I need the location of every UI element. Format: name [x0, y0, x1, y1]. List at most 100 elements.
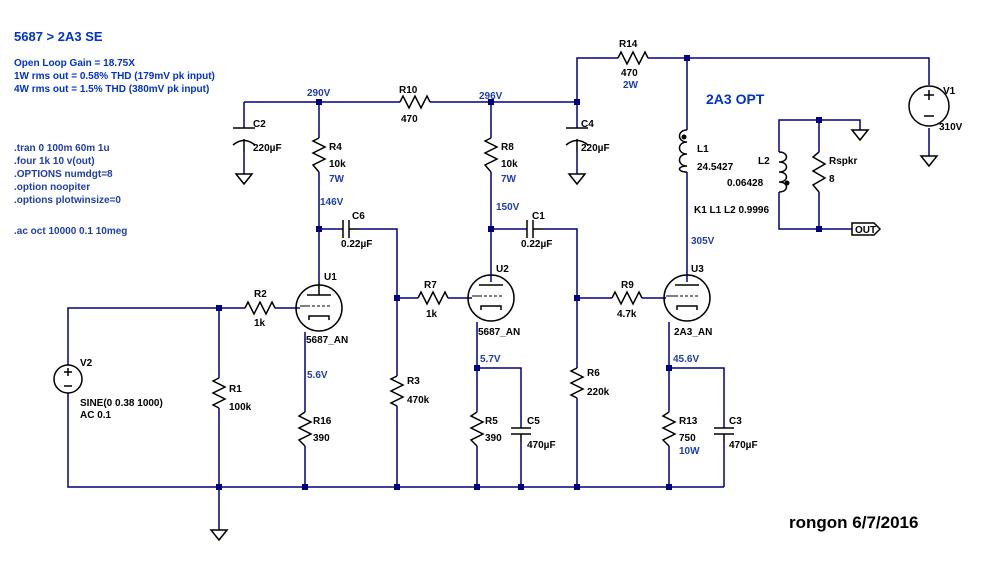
spice-directive: .tran 0 100m 60m 1u [14, 143, 110, 154]
tube-u3: U3 2A3_AN [663, 264, 712, 338]
svg-text:750: 750 [679, 433, 696, 444]
svg-text:Rspkr: Rspkr [829, 156, 857, 167]
svg-text:R2: R2 [254, 289, 267, 300]
svg-text:8: 8 [829, 174, 835, 185]
spice-directive: .four 1k 10 v(out) [14, 156, 95, 167]
svg-text:R8: R8 [501, 142, 514, 153]
svg-text:R16: R16 [313, 416, 332, 427]
schematic-title: 5687 > 2A3 SE [14, 29, 103, 44]
voltage-source-v2: V2 SINE(0 0.38 1000) AC 0.1 [53, 358, 163, 421]
resistor-r14: R14 470 2W [617, 39, 649, 91]
svg-text:10W: 10W [679, 446, 700, 457]
svg-text:1k: 1k [426, 309, 438, 320]
inductor-l1: L1 24.5427 [678, 129, 734, 173]
resistor-r7: R7 1k [417, 280, 449, 320]
spice-directive: .options plotwinsize=0 [14, 195, 121, 206]
node-voltages: 290V 296V 146V 150V 305V 5.6V 5.7V 45.6V [307, 88, 715, 381]
svg-text:R9: R9 [621, 280, 634, 291]
svg-text:L2: L2 [758, 156, 770, 167]
svg-text:290V: 290V [307, 88, 331, 99]
svg-text:OUT: OUT [855, 225, 876, 236]
tube-u2: U2 5687_AN [467, 264, 520, 338]
capacitor-c2: C2 220µF [232, 119, 282, 154]
svg-text:24.5427: 24.5427 [697, 162, 734, 173]
svg-text:5.7V: 5.7V [480, 354, 501, 365]
svg-text:V1: V1 [943, 86, 956, 97]
svg-text:2A3_AN: 2A3_AN [674, 327, 712, 338]
svg-text:C5: C5 [527, 416, 540, 427]
svg-text:146V: 146V [320, 197, 344, 208]
out-port: OUT [851, 222, 882, 236]
svg-text:R7: R7 [424, 280, 437, 291]
ground-symbols [209, 129, 939, 542]
svg-text:R3: R3 [407, 376, 420, 387]
svg-text:U1: U1 [324, 272, 337, 283]
svg-text:U3: U3 [691, 264, 704, 275]
svg-text:0.22µF: 0.22µF [521, 239, 552, 250]
resistor-r10: R10 470 [399, 85, 431, 125]
svg-text:R10: R10 [399, 85, 418, 96]
resistor-r6: R6 220k [569, 367, 610, 399]
svg-text:V2: V2 [80, 358, 93, 369]
svg-text:296V: 296V [479, 91, 503, 102]
resistor-r5: R5 390 [469, 411, 502, 447]
svg-text:7W: 7W [329, 174, 345, 185]
note-line: 1W rms out = 0.58% THD (179mV pk input) [14, 71, 215, 82]
svg-text:2W: 2W [623, 80, 639, 91]
svg-text:7W: 7W [501, 174, 517, 185]
svg-text:R1: R1 [229, 384, 242, 395]
svg-text:C4: C4 [581, 119, 594, 130]
resistor-r9: R9 4.7k [611, 280, 643, 320]
resistor-rspkr: Rspkr 8 [811, 151, 857, 193]
tube-u1: U1 5687_AN [295, 272, 348, 346]
resistor-r4: R4 10k 7W [311, 137, 346, 185]
capacitor-c4: C4 220µF [565, 119, 610, 154]
svg-text:470k: 470k [407, 395, 430, 406]
svg-text:C6: C6 [352, 211, 365, 222]
svg-text:R5: R5 [485, 416, 498, 427]
svg-text:390: 390 [313, 433, 330, 444]
svg-text:150V: 150V [496, 202, 520, 213]
svg-text:C1: C1 [532, 211, 545, 222]
junction-dots [216, 55, 822, 490]
svg-text:5.6V: 5.6V [307, 370, 328, 381]
svg-text:100k: 100k [229, 402, 252, 413]
svg-text:L1: L1 [697, 144, 709, 155]
svg-text:0.06428: 0.06428 [727, 178, 764, 189]
svg-text:1k: 1k [254, 318, 266, 329]
opt-label: 2A3 OPT [706, 91, 765, 107]
resistor-r1: R1 100k [211, 377, 252, 413]
svg-text:R14: R14 [619, 39, 638, 50]
svg-text:220µF: 220µF [581, 143, 610, 154]
svg-text:470µF: 470µF [527, 440, 556, 451]
svg-text:45.6V: 45.6V [673, 354, 699, 365]
svg-text:R13: R13 [679, 416, 698, 427]
svg-text:470µF: 470µF [729, 440, 758, 451]
resistor-r3: R3 470k [389, 375, 430, 407]
svg-text:R6: R6 [587, 368, 600, 379]
note-line: 4W rms out = 1.5% THD (380mV pk input) [14, 84, 209, 95]
spice-directive: .OPTIONS numdgt=8 [14, 169, 113, 180]
author-signature: rongon 6/7/2016 [789, 513, 918, 532]
svg-text:5687_AN: 5687_AN [478, 327, 520, 338]
coupling-statement: K1 L1 L2 0.9996 [694, 205, 769, 216]
wires [67, 57, 930, 530]
svg-text:10k: 10k [329, 159, 346, 170]
svg-text:C3: C3 [729, 416, 742, 427]
svg-text:470: 470 [621, 68, 638, 79]
svg-text:10k: 10k [501, 159, 518, 170]
svg-text:C2: C2 [253, 119, 266, 130]
svg-text:R4: R4 [329, 142, 342, 153]
capacitor-c5: C5 470µF [511, 416, 556, 451]
svg-text:470: 470 [401, 114, 418, 125]
svg-text:220µF: 220µF [253, 143, 282, 154]
resistor-r2: R2 1k [244, 289, 276, 329]
capacitor-c3: C3 470µF [714, 416, 758, 451]
svg-text:SINE(0 0.38 1000): SINE(0 0.38 1000) [80, 398, 163, 409]
svg-text:220k: 220k [587, 387, 610, 398]
note-line: Open Loop Gain = 18.75X [14, 58, 135, 69]
capacitor-c6: C6 0.22µF [341, 211, 372, 250]
resistor-r8: R8 10k 7W [483, 137, 518, 185]
spice-directive: .option noopiter [14, 182, 90, 193]
